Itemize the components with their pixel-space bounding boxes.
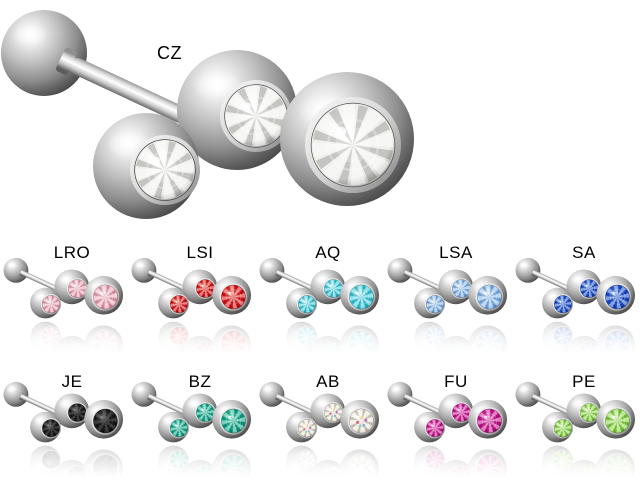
barbell-photo-variant [3,379,125,445]
barbell-reflection [3,319,125,385]
variant-cell[interactable]: JE [0,360,128,480]
variant-code-label: LRO [53,243,91,262]
variant-code-label: LSI [186,243,214,262]
barbell-reflection [3,443,125,480]
variant-cell[interactable]: AQ [256,240,384,383]
variant-cell[interactable]: LRO [0,240,128,383]
barbell-photo-variant [3,255,125,321]
barbell-reflection [259,443,381,480]
main-color-code-label: CZ [157,43,182,63]
variant-cell[interactable]: BZ [128,360,256,480]
barbell-photo-variant [259,255,381,321]
variant-cell[interactable]: LSA [384,240,512,383]
variant-cell[interactable]: AB [256,360,384,480]
barbell-photo-main [0,0,420,228]
variant-code-label: PE [572,372,596,391]
variant-code-label: FU [444,372,468,391]
barbell-photo-variant [515,255,637,321]
barbell-photo-variant [131,379,253,445]
barbell-photo-variant [387,379,509,445]
barbell-reflection [131,319,253,385]
variant-code-label: SA [572,243,596,262]
barbell-photo-variant [515,379,637,445]
barbell-reflection [387,443,509,480]
variant-cell[interactable]: FU [384,360,512,480]
variant-code-label: BZ [188,372,212,391]
variant-code-label: LSA [439,243,473,262]
variant-cell[interactable]: LSI [128,240,256,383]
variant-cell[interactable]: PE [512,360,640,480]
variant-code-label: JE [61,372,83,391]
variant-code-label: AQ [315,243,341,262]
barbell-reflection [387,319,509,385]
barbell-photo-variant [259,379,381,445]
barbell-reflection [259,319,381,385]
color-variant-grid: LRO LSI AQ LSA [0,240,640,480]
barbell-photo-variant [387,255,509,321]
main-product-figure: CZ [0,0,430,235]
barbell-reflection [515,443,637,480]
barbell-photo-variant [131,255,253,321]
variant-code-label: AB [316,372,340,391]
variant-cell[interactable]: SA [512,240,640,383]
barbell-reflection [515,319,637,385]
barbell-reflection [131,443,253,480]
